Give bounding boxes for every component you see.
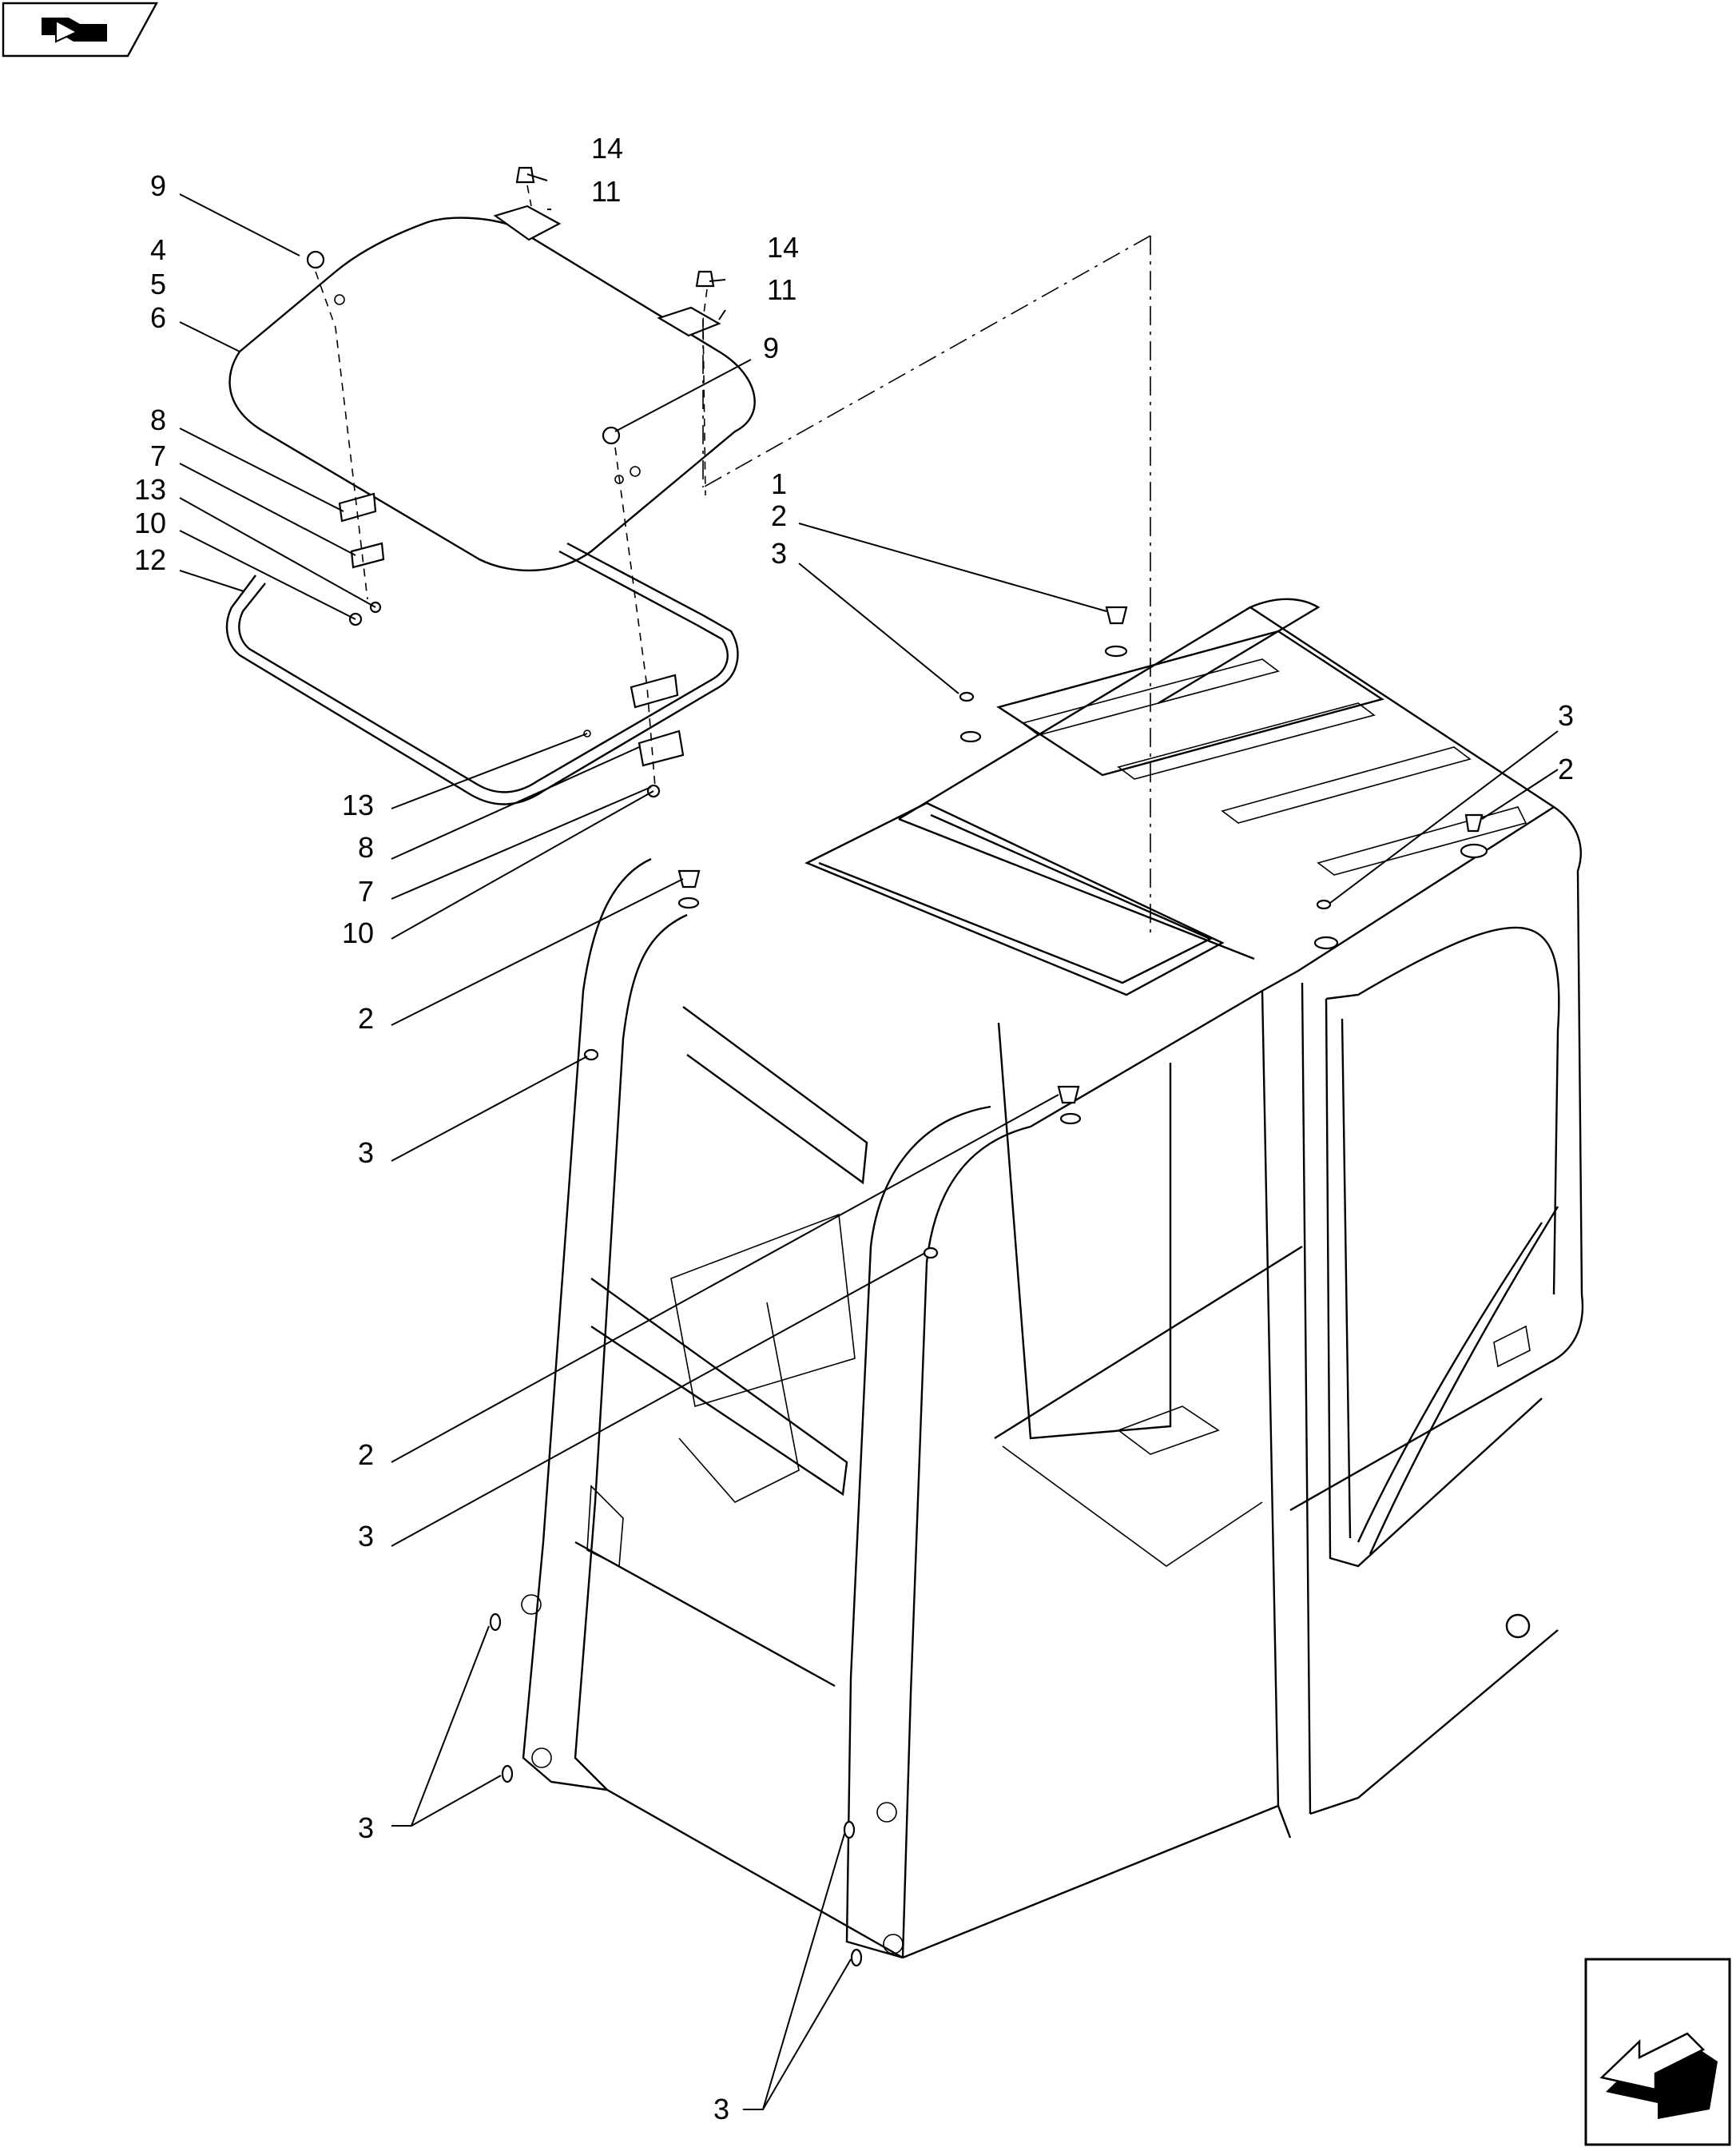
callout-7: 7 [358,875,374,908]
cab-frame [522,598,1584,1959]
callout-labels: 14 11 9 4 5 6 14 11 9 8 7 13 10 12 1 2 3… [134,132,1574,2125]
callout-3: 3 [358,1520,374,1553]
callout-8: 8 [150,404,166,436]
seals-and-grommets [489,606,1488,1967]
roof-hardware [338,166,721,798]
callout-3: 3 [358,1136,374,1169]
callout-9: 9 [150,169,166,202]
callout-6: 6 [150,301,166,334]
callout-9: 9 [763,332,779,364]
previous-page-icon[interactable] [2,2,159,58]
callout-4: 4 [150,233,166,266]
roof-panel [228,217,756,572]
callout-13: 13 [134,473,166,506]
roof-seal [225,542,739,805]
callout-2: 2 [771,499,787,532]
callout-14: 14 [591,132,623,165]
leader-lines [179,173,1559,2110]
callout-2: 2 [358,1438,374,1471]
assembly-lines [315,185,1151,939]
callout-5: 5 [150,268,166,300]
callout-14: 14 [767,231,799,264]
callout-2: 2 [1558,753,1574,785]
callout-7: 7 [150,439,166,472]
callout-3: 3 [1558,699,1574,732]
callout-12: 12 [134,543,166,576]
callout-8: 8 [358,831,374,864]
callout-13: 13 [342,789,374,821]
callout-11: 11 [767,273,796,306]
callout-1: 1 [771,467,787,500]
callout-10: 10 [134,507,166,539]
next-page-icon[interactable] [1584,1958,1731,2146]
callout-11: 11 [591,175,621,208]
callout-10: 10 [342,916,374,949]
callout-3: 3 [713,2093,729,2125]
callout-2: 2 [358,1002,374,1035]
callout-3: 3 [358,1811,374,1844]
callout-3: 3 [771,537,787,570]
